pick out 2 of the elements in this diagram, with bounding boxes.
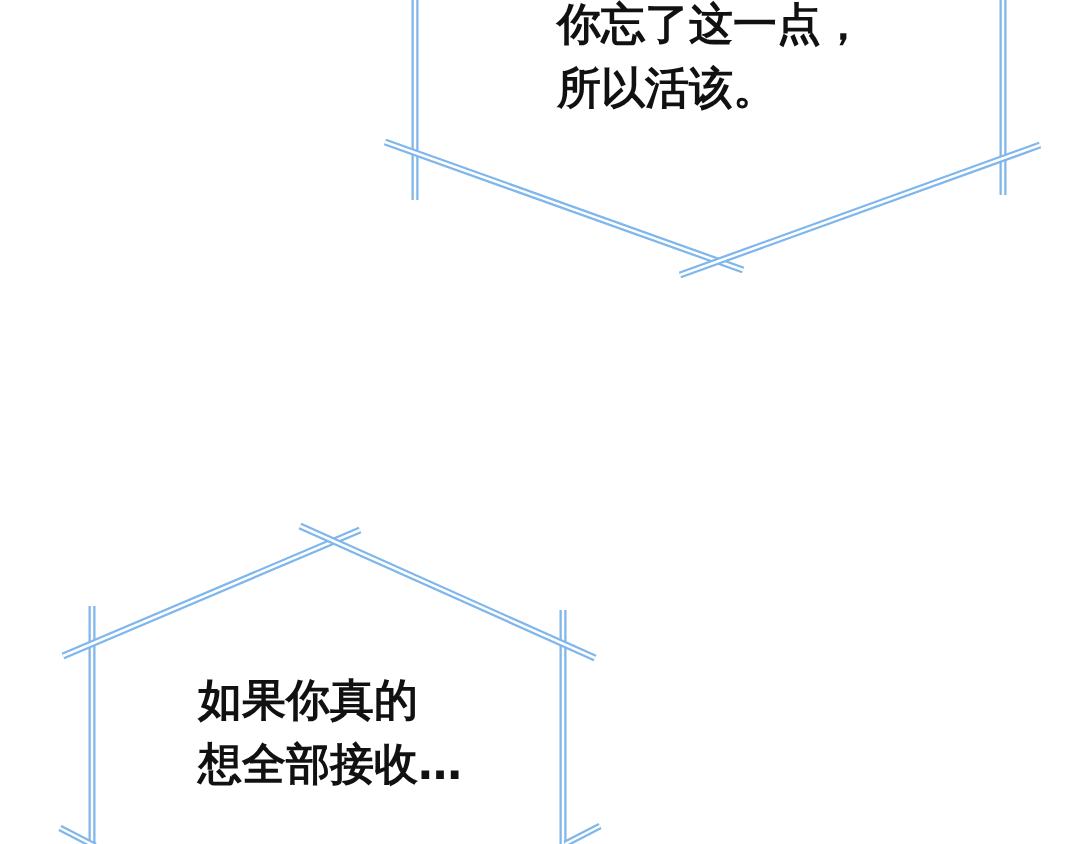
speech-text: 如果你真的想全部接收… [198, 673, 463, 791]
speech-text: 你忘了这一点，所以活该。 [557, 0, 866, 115]
